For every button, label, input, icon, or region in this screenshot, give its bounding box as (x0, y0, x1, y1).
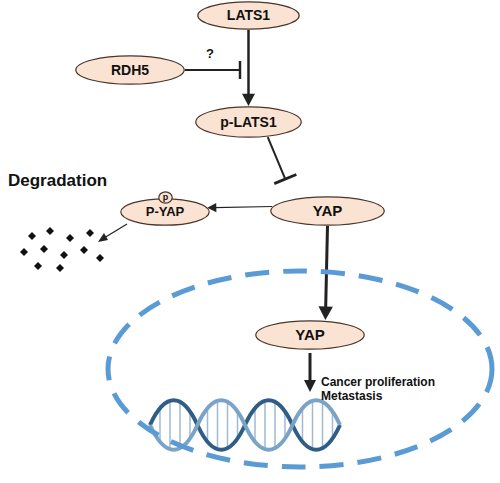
arrow-head (304, 380, 316, 392)
node-label: p (163, 192, 169, 202)
uncertain-mark: ? (206, 46, 214, 61)
node-label: p-LATS1 (220, 114, 277, 130)
node-label: YAP (313, 202, 342, 219)
activation-arrow (207, 203, 272, 212)
node-label: YAP (295, 326, 324, 343)
activation-arrow (242, 30, 255, 106)
transcription-arrow (309, 353, 312, 382)
connector-line (214, 207, 272, 208)
arrow-head (98, 233, 108, 242)
node-label: P-YAP (146, 205, 185, 220)
protein-ellipse: LATS1 (197, 1, 300, 30)
connector-line (326, 226, 328, 309)
outcome-text: Cancer proliferation Metastasis (321, 376, 451, 404)
connector-line (268, 137, 286, 179)
inhibition-connector (268, 137, 297, 184)
protein-ellipse: RDH5 (75, 55, 185, 85)
nucleus-membrane (105, 268, 495, 470)
arrow-head (242, 94, 255, 106)
protein-ellipse: p-LATS1 (195, 106, 302, 138)
protein-ellipse: P-YAPp (120, 198, 210, 226)
process-label: Degradation (8, 171, 107, 191)
protein-ellipse: YAP (270, 196, 385, 226)
node-label: LATS1 (227, 7, 270, 23)
phosphate-circle: p (158, 191, 173, 204)
protein-ellipse: YAP (255, 320, 365, 350)
degraded-fragments (20, 227, 104, 272)
degradation-arrow (104, 224, 127, 238)
arrow-head (319, 306, 333, 320)
inhibition-bar (274, 174, 296, 183)
node-label: RDH5 (111, 62, 149, 78)
nucleus-outline: Cancer proliferation Metastasis YAP (105, 268, 495, 470)
connector-line (247, 30, 250, 96)
inhibition-line (185, 69, 239, 71)
inhibition-bar (239, 61, 242, 79)
